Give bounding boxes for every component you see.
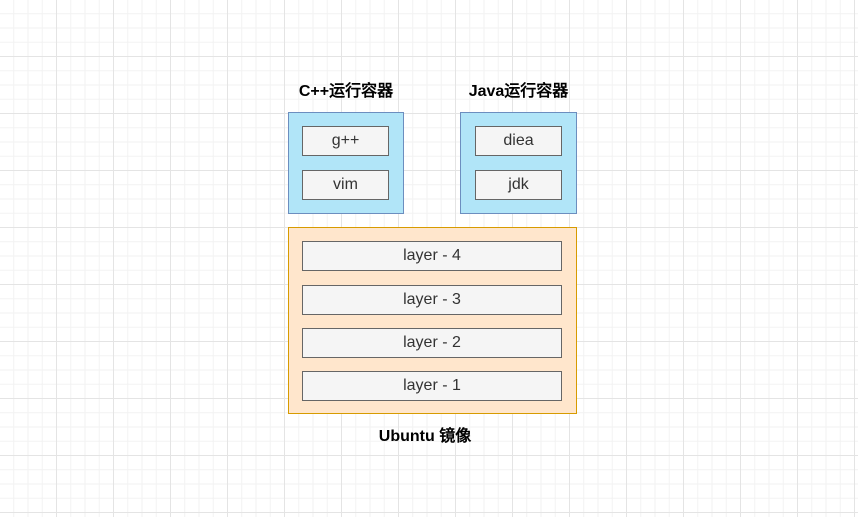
java-item-diea[interactable]: diea [475, 126, 562, 156]
java-container-box[interactable]: diea jdk [460, 112, 577, 214]
layer-1[interactable]: layer - 1 [302, 371, 562, 401]
layer-2[interactable]: layer - 2 [302, 328, 562, 358]
java-container-title: Java运行容器 [468, 83, 569, 100]
cpp-container-box[interactable]: g++ vim [288, 112, 404, 214]
ubuntu-image-title: Ubuntu 镜像 [378, 428, 472, 445]
layer-4[interactable]: layer - 4 [302, 241, 562, 271]
cpp-container-title: C++运行容器 [298, 83, 394, 100]
layer-3[interactable]: layer - 3 [302, 285, 562, 315]
java-item-jdk[interactable]: jdk [475, 170, 562, 200]
cpp-item-vim[interactable]: vim [302, 170, 389, 200]
ubuntu-image-box[interactable]: layer - 4 layer - 3 layer - 2 layer - 1 [288, 227, 577, 414]
cpp-item-gpp[interactable]: g++ [302, 126, 389, 156]
